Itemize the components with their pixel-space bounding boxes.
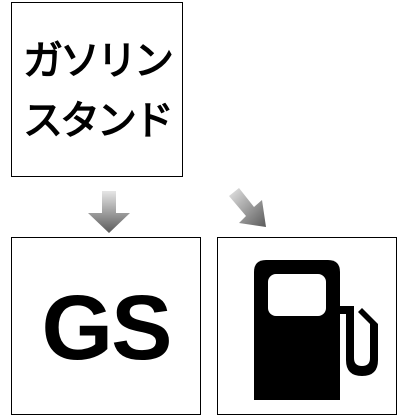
abbreviation-box: GS bbox=[11, 237, 201, 415]
term-box: ガソリン スタンド bbox=[11, 2, 183, 177]
fuel-pump-icon bbox=[254, 260, 378, 400]
term-line-2: スタンド bbox=[23, 98, 174, 144]
term-line-1: ガソリン bbox=[23, 38, 174, 84]
pictogram-box bbox=[217, 237, 397, 415]
arrow-diagonal-icon bbox=[229, 188, 266, 227]
arrow-down-icon bbox=[88, 191, 130, 233]
abbreviation-text: GS bbox=[41, 277, 173, 379]
